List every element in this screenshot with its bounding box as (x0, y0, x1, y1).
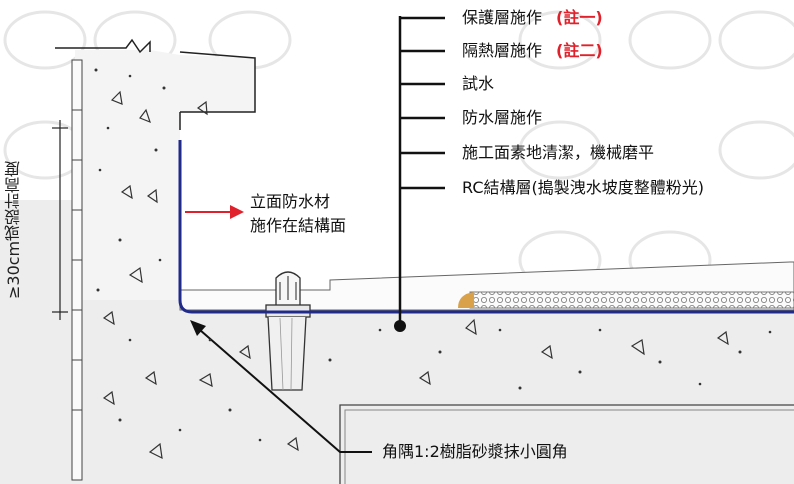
layer-label-6: RC結構層(搗製洩水坡度整體粉光) (462, 178, 704, 198)
wall-arrow (185, 205, 244, 219)
height-dimension (52, 120, 68, 320)
layer-2-note: (註二) (556, 41, 603, 60)
concrete-slab (0, 200, 794, 484)
layer-5-text: 施工面素地清潔，機械磨平 (462, 143, 655, 162)
layer-1-text: 保護層施作 (462, 8, 543, 27)
layer-label-4: 防水層施作 (462, 108, 542, 128)
layer-label-3: 試水 (462, 74, 494, 94)
layer-4-text: 防水層施作 (462, 108, 543, 127)
waterproof-membrane (178, 140, 794, 314)
layer-leader (398, 16, 445, 324)
aggregate (102, 90, 729, 460)
lower-structure (339, 404, 794, 484)
wall-callout-line1: 立面防水材 (250, 192, 331, 211)
parapet-wall (75, 50, 255, 300)
leader-dot (394, 320, 406, 332)
layer-label-2: 隔熱層施作 (註二) (462, 41, 603, 61)
wall-joint-strip (71, 59, 83, 481)
layer-label-5: 施工面素地清潔，機械磨平 (462, 143, 654, 163)
wall-callout-line2: 施作在結構面 (250, 216, 347, 235)
layer-6-text: RC結構層(搗製洩水坡度整體粉光) (462, 178, 704, 197)
layer-2-text: 隔熱層施作 (462, 41, 543, 60)
height-label: ≥30cm或設計高度 (4, 160, 23, 300)
corner-callout: 角隅1:2樹脂砂漿抹小圓角 (382, 442, 568, 461)
corner-arrow (190, 320, 372, 453)
insulation-edge (458, 292, 474, 308)
layer-1-note: (註一) (556, 8, 603, 27)
layer-3-text: 試水 (462, 74, 495, 93)
layer-label-1: 保護層施作 (註一) (462, 8, 603, 28)
insulation-layer (469, 291, 794, 309)
